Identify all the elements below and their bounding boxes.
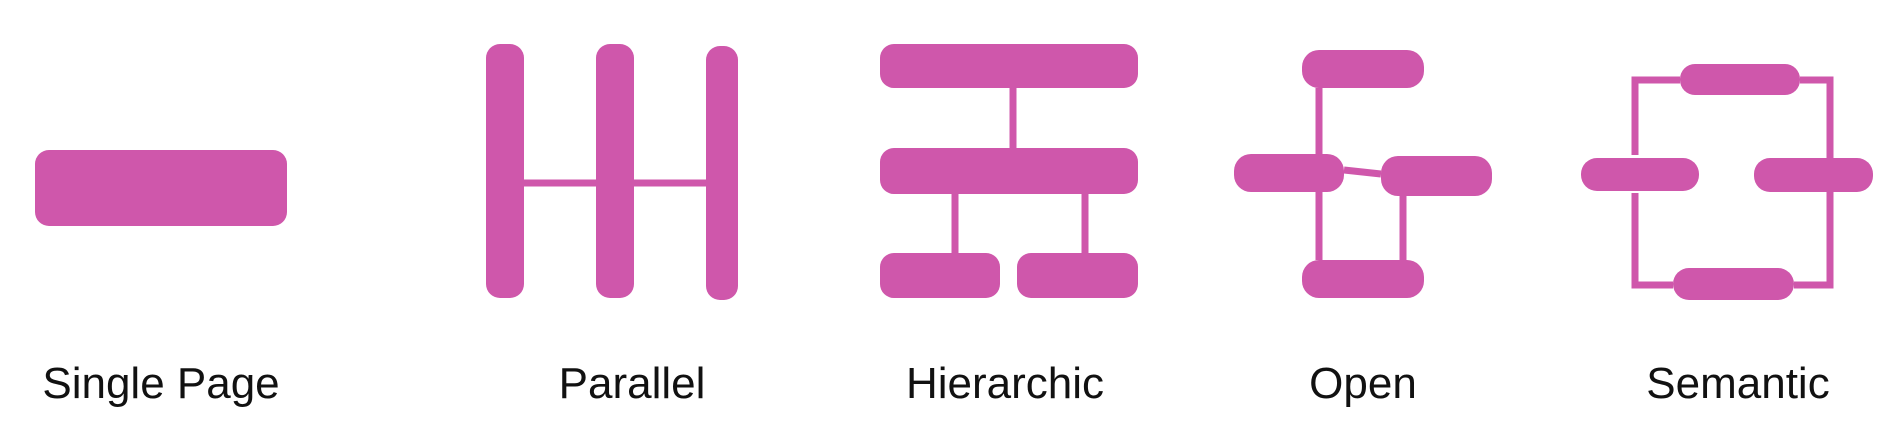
parallel-label: Parallel [558,359,706,408]
hierarchic-diagram [880,44,1138,298]
single-page-diagram [35,150,287,226]
semantic-bottom-node [1673,268,1794,300]
open-bottom-node [1302,260,1424,298]
parallel-column-2 [596,44,634,298]
single-page-block [35,150,287,226]
semantic-bracket-bottom-left [1631,193,1673,289]
open-connector-middle [1343,166,1382,178]
hierarchic-bottom-right-node [1017,253,1138,298]
hierarchic-middle-node [880,148,1138,194]
parallel-column-3 [706,46,738,300]
parallel-column-1 [486,44,524,298]
semantic-right-node [1754,158,1873,192]
open-label: Open [1309,359,1417,408]
parallel-diagram [486,44,738,300]
hierarchic-bottom-left-node [880,253,1000,298]
semantic-top-node [1680,64,1800,95]
semantic-bracket-bottom-right [1794,192,1834,289]
semantic-bracket-top-left [1631,76,1680,155]
hierarchic-label: Hierarchic [905,359,1105,408]
hierarchic-top-node [880,44,1138,88]
open-left-node [1234,154,1344,192]
open-right-node [1381,156,1492,196]
semantic-left-node [1581,158,1699,191]
semantic-diagram [1581,64,1873,300]
open-top-node [1302,50,1424,88]
semantic-label: Semantic [1646,359,1830,408]
semantic-bracket-top-right [1800,76,1834,158]
open-diagram [1234,50,1492,298]
single-page-label: Single Page [42,359,280,408]
